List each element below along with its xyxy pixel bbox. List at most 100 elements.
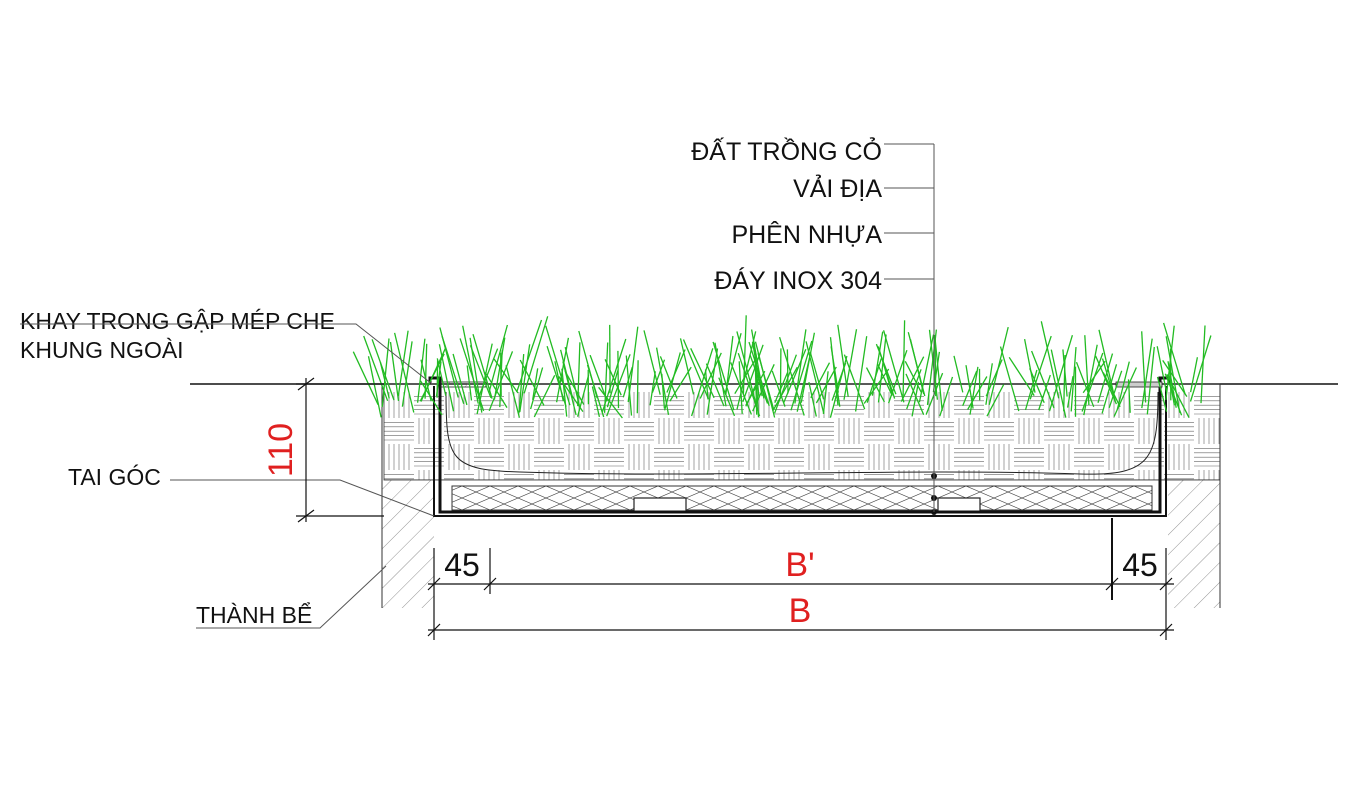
height-dimension (296, 377, 384, 523)
grass-blade (773, 354, 798, 414)
grass-blade (617, 350, 620, 409)
grass-blade (962, 370, 978, 407)
grass-blade (559, 349, 574, 399)
grass-blade (928, 329, 939, 400)
label-fabric: VẢI ĐỊA (793, 173, 882, 203)
grass-blade (1066, 376, 1074, 408)
grass-blade (519, 344, 531, 413)
grass-blade (757, 353, 775, 410)
dim-right-flange: 45 (1122, 547, 1158, 583)
grass-blade (438, 344, 455, 412)
grass-blade (439, 327, 459, 398)
grass-blade (1083, 344, 1098, 416)
grass-blade (493, 358, 519, 394)
panel-foot (633, 497, 687, 513)
grass-blade (1189, 357, 1199, 393)
grass-blade (1050, 349, 1067, 418)
grass-blade (625, 355, 633, 416)
grass-blade (1098, 329, 1115, 394)
grass-blade (907, 332, 926, 397)
grass-blade (554, 361, 564, 402)
grass-blade (1082, 360, 1106, 394)
grass-blade (754, 356, 760, 399)
grass-blade (690, 348, 714, 417)
grass-blade (1164, 373, 1183, 416)
grass-blade (1024, 369, 1038, 411)
grass-blade (837, 324, 849, 397)
grass-blade (877, 364, 893, 396)
grass-blade (882, 330, 905, 403)
grass-blade (419, 380, 443, 416)
grass-blade (577, 342, 581, 407)
grass-blade (724, 333, 742, 393)
geotextile-fabric (445, 391, 1159, 475)
grass-blade (786, 349, 789, 394)
grass-blade (649, 371, 656, 406)
grass-blade (424, 343, 428, 399)
grass-blade (1189, 335, 1212, 402)
grass-blade (1200, 325, 1206, 404)
grass-blade (452, 353, 468, 406)
grass-blade (904, 361, 922, 393)
grass-blade (1075, 361, 1095, 408)
grass-blade (462, 325, 479, 404)
grass-blade (783, 348, 807, 403)
grass-blade (367, 356, 382, 418)
grass-blade (576, 374, 590, 417)
grass-blade (906, 369, 922, 410)
grass-blade (1070, 347, 1077, 412)
grass (352, 315, 1212, 419)
grass-blade (718, 377, 736, 417)
grass-blade (1141, 331, 1147, 403)
grass-blade (1040, 321, 1060, 399)
grass-blade (561, 368, 568, 417)
grass-blade (730, 362, 753, 415)
grass-blade (381, 338, 390, 408)
grass-blade (1156, 346, 1168, 393)
grass-blade (706, 348, 719, 415)
grass-blade (877, 346, 896, 399)
grass-blade (1063, 354, 1066, 412)
grass-blade (809, 351, 825, 400)
label-inner-tray-line1: KHAY TRONG GẬP MÉP CHE (20, 308, 335, 334)
grass-blade (603, 342, 609, 413)
grass-blade (1029, 368, 1045, 403)
grass-blade (1101, 358, 1116, 402)
dim-inner-width: B' (785, 546, 814, 584)
grass-blade (627, 326, 639, 403)
grass-blade (1165, 325, 1175, 400)
grass-blade (666, 349, 686, 393)
grass-blade (790, 340, 813, 411)
grass-blade (663, 352, 681, 411)
grass-blade (679, 338, 695, 395)
grass-blade (659, 356, 678, 399)
grass-blade (401, 341, 413, 407)
grass-blade (953, 355, 964, 393)
grass-blade (469, 345, 492, 399)
grass-blade (854, 336, 868, 412)
grass-blade (459, 338, 485, 412)
dim-height: 110 (262, 423, 300, 477)
grass-blade (352, 351, 379, 405)
grass-blade (829, 355, 848, 418)
grass-blade (1023, 338, 1036, 393)
grass-blade (651, 359, 666, 393)
grass-blade (999, 346, 1020, 412)
tank-wall-right (1168, 384, 1221, 608)
grass-blade (774, 372, 789, 404)
grass-blade (371, 339, 395, 401)
leader-lines-left (20, 323, 435, 629)
grass-blade (397, 330, 409, 397)
grass-blade (393, 332, 415, 413)
flange-right (1115, 381, 1163, 388)
grass-blade (871, 331, 884, 396)
grass-blade (519, 359, 545, 407)
grass-blade (771, 370, 786, 407)
grass-blade (877, 334, 887, 403)
grass-blade (1166, 374, 1190, 418)
grass-blade (800, 332, 816, 403)
grass-blade (655, 347, 670, 416)
grass-blade (734, 358, 757, 395)
grass-blade (523, 316, 549, 394)
grass-blade (505, 365, 521, 418)
